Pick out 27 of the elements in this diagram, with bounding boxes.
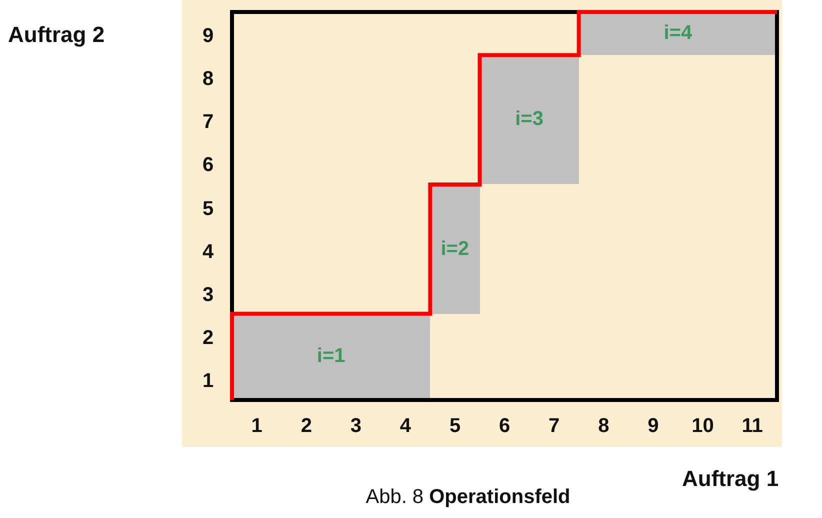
- tick-label: 2: [300, 414, 312, 438]
- operation-block: i=4: [578, 12, 777, 56]
- tick-label: 9: [648, 414, 659, 438]
- tick-label: 6: [202, 154, 214, 178]
- tick-label: 8: [202, 68, 214, 92]
- tick-label: 5: [449, 414, 461, 438]
- tick-label: 6: [499, 414, 510, 438]
- tick-label: 3: [202, 284, 214, 307]
- operation-block: i=1: [232, 314, 430, 400]
- tick-label: 8: [598, 414, 610, 438]
- tick-label: 2: [202, 326, 214, 350]
- tick-label: 7: [548, 414, 560, 438]
- tick-label: 9: [202, 25, 214, 48]
- operation-block: i=3: [480, 55, 579, 184]
- axis-title: Auftrag 2: [8, 22, 105, 48]
- tick-label: 3: [350, 414, 362, 438]
- tick-label: 1: [251, 414, 262, 438]
- axis-title: Auftrag 1: [682, 466, 779, 492]
- operation-block: i=2: [430, 184, 480, 314]
- tick-label: 1: [202, 370, 214, 393]
- tick-label: 5: [202, 198, 214, 220]
- caption: Abb. 8 Operationsfeld: [364, 486, 572, 509]
- tick-label: 4: [202, 240, 214, 264]
- tick-label: 4: [400, 414, 412, 438]
- tick-label: 7: [202, 111, 214, 134]
- tick-label: 11: [742, 414, 763, 438]
- tick-label: 10: [692, 414, 714, 438]
